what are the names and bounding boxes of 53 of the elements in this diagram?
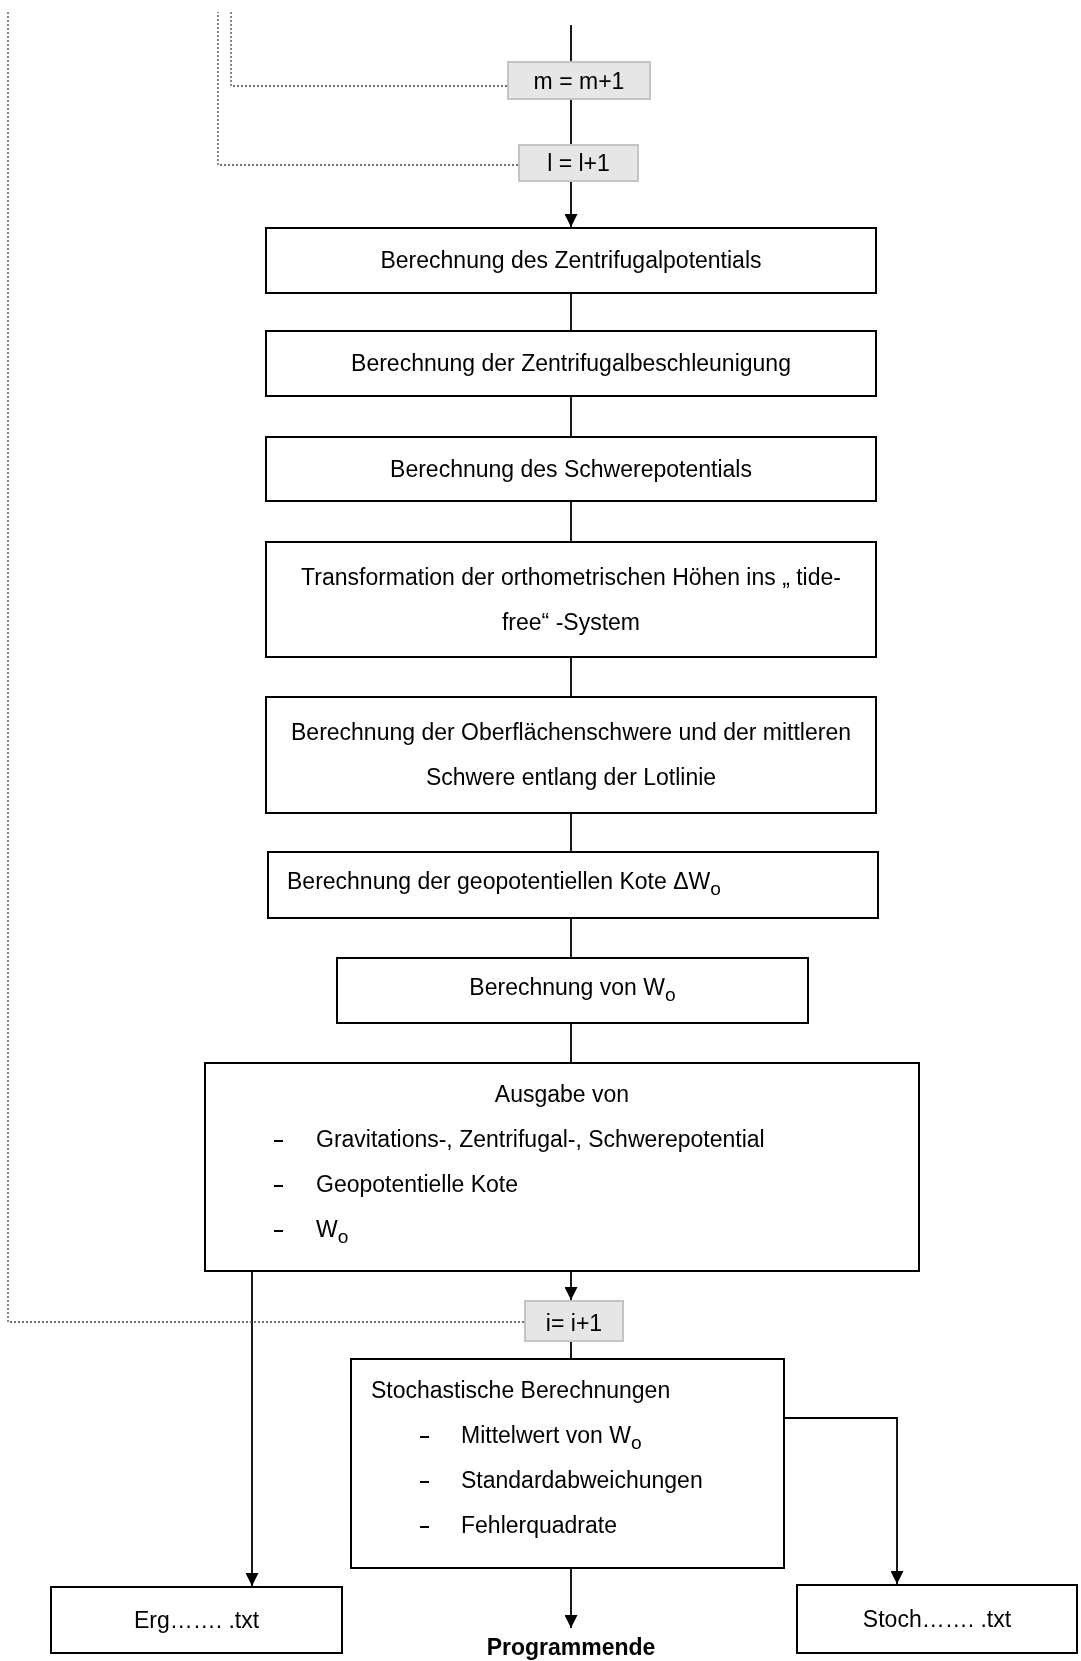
list-item: W$_{o}$ [316, 1215, 349, 1249]
box-text: Berechnung der Zentrifugalbeschleunigung [351, 349, 791, 378]
process-box [50, 1586, 343, 1654]
arrow [564, 1271, 578, 1301]
process-box [265, 541, 877, 658]
box-heading: Stochastische Berechnungen [371, 1377, 671, 1403]
connector-line [570, 1341, 572, 1359]
dotted-loop-line [7, 11, 525, 1323]
box-text: Stoch……. .txt [862, 1604, 1012, 1634]
arrow [564, 1568, 578, 1629]
arrow [245, 1271, 259, 1587]
box-text: Berechnung des Schwerepotentials [390, 454, 752, 484]
box-text: l = l+1 [547, 149, 610, 178]
list-item: Standardabweichungen [461, 1466, 703, 1495]
connector-line [570, 24, 572, 62]
process-box [204, 1062, 920, 1272]
box-text: m = m+1 [533, 67, 625, 96]
connector-line [570, 99, 572, 145]
connector-line [570, 396, 572, 437]
box-text: Transformation der orthometrischen Höhen ins „ tide-free“ -System [300, 562, 842, 637]
process-box [265, 436, 877, 502]
box-text: Berechnung der Oberflächenschwere und der mittleren Schwere entlang der Lotlinie [290, 718, 852, 792]
counter-box [507, 61, 651, 100]
dotted-loop-line [230, 11, 508, 87]
dotted-loop-line [217, 11, 519, 166]
box-text: Erg……. .txt [133, 1605, 260, 1635]
box-text: Berechnung von W$_{o}$ [469, 972, 676, 1007]
process-box [265, 227, 877, 294]
process-box [265, 696, 877, 814]
list-item: Mittelwert von W$_{o}$ [461, 1421, 642, 1455]
box-text: Berechnung der geopotentiellen Kote ΔW$_{o}$ [287, 867, 721, 901]
connector-line [570, 918, 572, 958]
connector-line [570, 501, 572, 542]
box-text: i= i+1 [545, 1309, 603, 1338]
counter-box [524, 1300, 624, 1342]
box-heading: Ausgabe von [494, 1081, 630, 1107]
list-item: Geopotentielle Kote [316, 1170, 519, 1199]
arrow [564, 181, 578, 228]
connector-line [570, 657, 572, 697]
connector-line [570, 1023, 572, 1063]
list-item: Fehlerquadrate [461, 1511, 617, 1540]
process-box [336, 957, 809, 1024]
process-box [265, 330, 877, 397]
box-text: Berechnung des Zentrifugalpotentials [380, 246, 762, 275]
process-box [267, 851, 879, 919]
connector-line [570, 813, 572, 852]
counter-box [518, 144, 639, 182]
end-label: Programmende [486, 1634, 656, 1661]
arrow [784, 1417, 904, 1585]
list-item: Gravitations-, Zentrifugal-, Schwerepotential [316, 1125, 765, 1154]
connector-line [570, 293, 572, 331]
process-box [350, 1358, 785, 1569]
process-box [796, 1584, 1078, 1654]
